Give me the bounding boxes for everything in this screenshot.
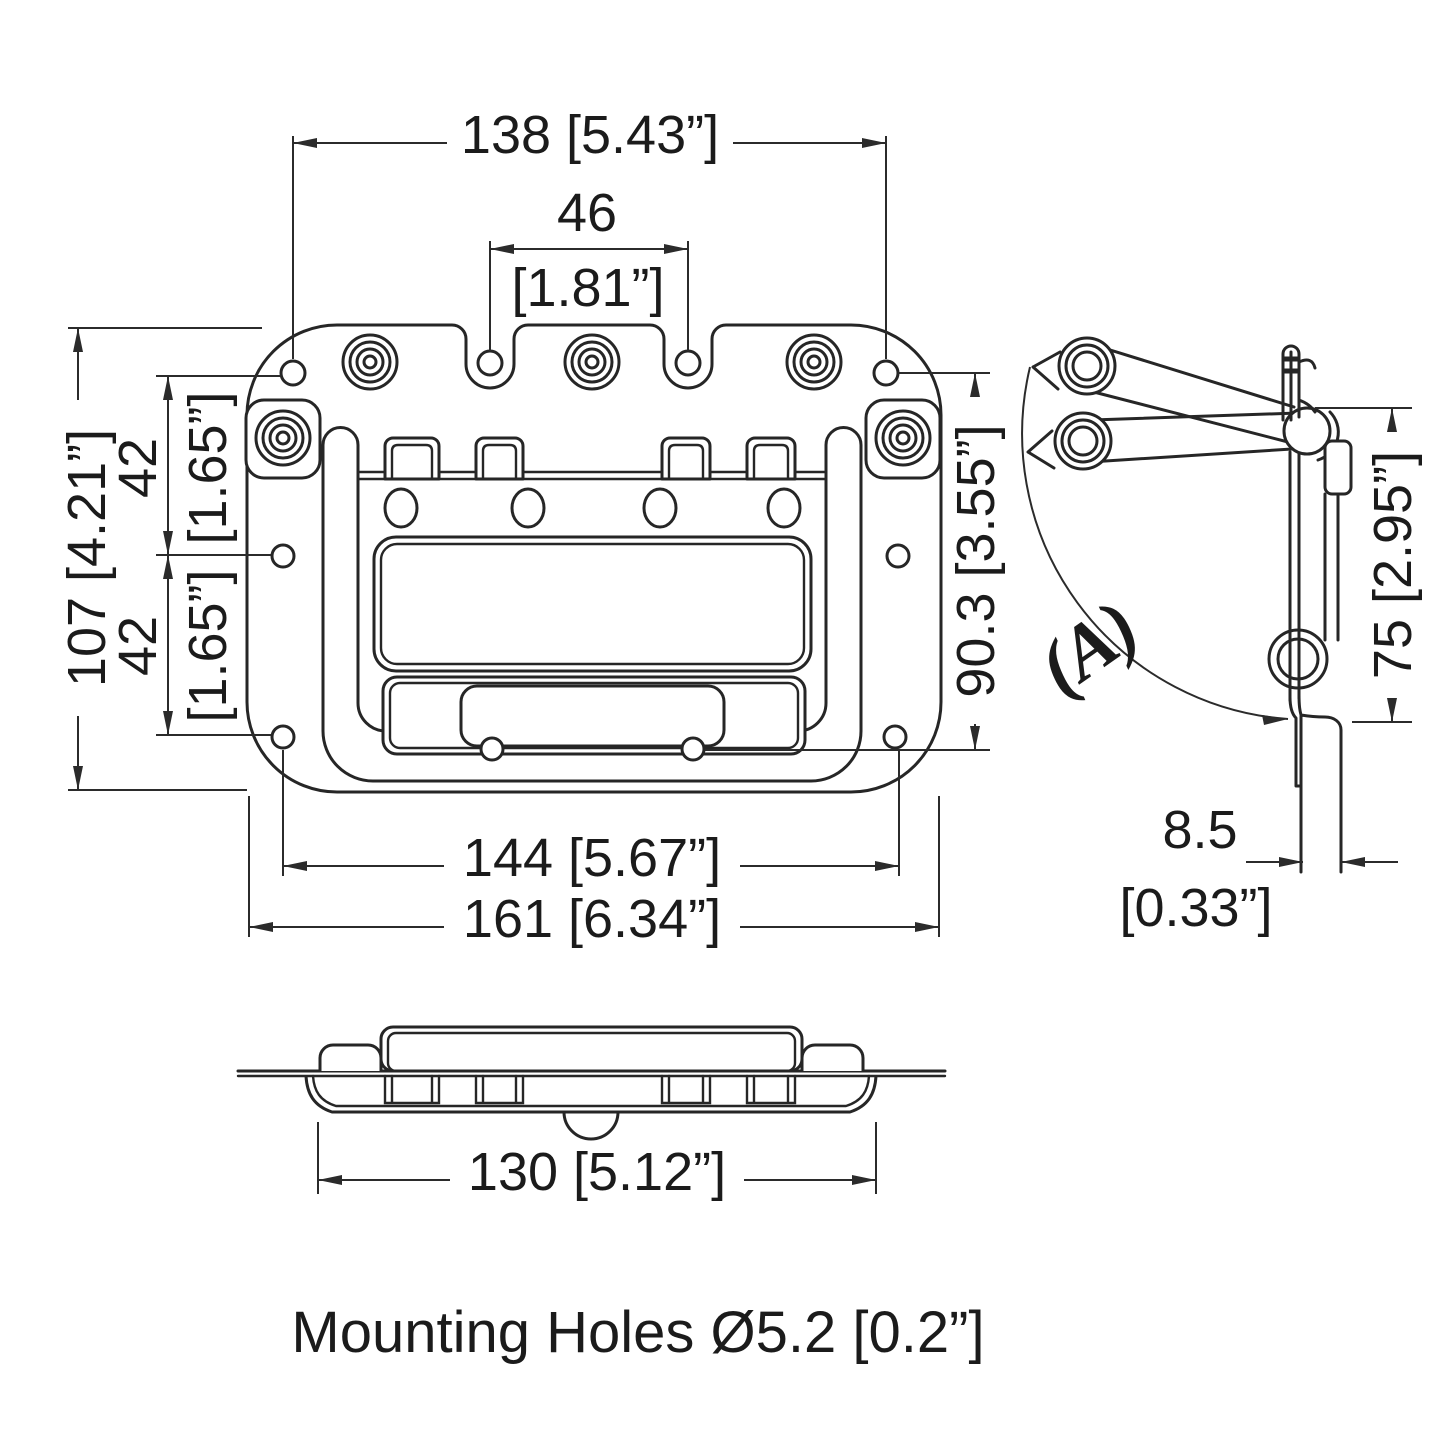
dim-hole-pitch-lower-in: [1.65”]: [178, 569, 238, 722]
rivet: [341, 333, 399, 391]
mounting-hole: [680, 736, 706, 762]
tab-slots-section: [383, 1074, 797, 1105]
spring-boss-section: [562, 1110, 620, 1141]
dish-section: [304, 1075, 878, 1114]
dimension-overall-height: 107 [4.21”]: [57, 327, 262, 791]
dim-side-height: 75 [2.95”]: [1363, 451, 1423, 679]
dim-overall-height: 107 [4.21”]: [57, 429, 117, 687]
mounting-hole: [882, 724, 908, 750]
mounting-hole: [872, 359, 900, 387]
dimension-cutout-width: 130 [5.12”]: [317, 1122, 877, 1202]
dim-lower-hole-span: 144 [5.67”]: [463, 828, 721, 888]
mounting-hole: [674, 349, 702, 377]
mounting-hole: [885, 543, 911, 569]
flange-profile: [1288, 450, 1301, 702]
dimension-center-span: 46 [1.81”]: [489, 183, 689, 351]
dimension-side-height: 75 [2.95”]: [1315, 407, 1423, 723]
rivet: [563, 333, 621, 391]
handle-pivot: [1282, 406, 1332, 456]
mounting-hole: [270, 543, 296, 569]
rivet: [785, 333, 843, 391]
swing-angle-label: (A): [1023, 584, 1154, 711]
dimension-top-hole-span: 138 [5.43”]: [292, 105, 887, 359]
bail-arm-section: [800, 1043, 865, 1071]
mounting-hole: [479, 736, 505, 762]
rivets: [254, 333, 932, 467]
dim-hole-pitch-upper-mm: 42: [108, 438, 168, 498]
dim-panel-offset-mm: 8.5: [1162, 800, 1237, 860]
mounting-hole: [279, 359, 307, 387]
dim-side-hole-span: 90.3 [3.55”]: [946, 424, 1006, 697]
dim-panel-offset-in: [0.33”]: [1119, 878, 1272, 938]
handle-grip-bar-inner: [388, 681, 800, 750]
dim-hole-pitch-upper-in: [1.65”]: [178, 391, 238, 544]
dimension-hole-pitches: 42 [1.65”] 42 [1.65”]: [108, 375, 281, 736]
dim-overall-width: 161 [6.34”]: [463, 889, 721, 949]
front-view: 138 [5.43”] 46 [1.81”] 107 [4.21”] 42 [1…: [57, 105, 1006, 949]
mounting-hole: [476, 349, 504, 377]
flange-mount-ring: [1267, 628, 1329, 690]
rivet: [874, 409, 932, 467]
side-view: 75 [2.95”] 8.5 [0.33”] (A): [1021, 336, 1423, 938]
dimension-side-hole-span: 90.3 [3.55”]: [705, 372, 1006, 751]
dimension-panel-offset: 8.5 [0.33”]: [1119, 800, 1398, 938]
bail-arm-section: [318, 1043, 383, 1071]
caption: Mounting Holes Ø5.2 [0.2”]: [291, 1300, 984, 1365]
mounting-hole: [270, 724, 296, 750]
spring-clip: [1281, 344, 1317, 422]
handle-position-extended: [1026, 411, 1300, 471]
panel-tails: [1288, 692, 1343, 874]
dimension-lower-hole-span: 144 [5.67”]: [282, 750, 900, 888]
dim-top-hole-span: 138 [5.43”]: [461, 105, 719, 165]
latch-block: [1323, 439, 1353, 496]
dim-hole-pitch-lower-mm: 42: [108, 616, 168, 676]
handle-bail: [321, 426, 863, 783]
dish-wall: [1323, 492, 1340, 642]
grip-insert: [459, 684, 726, 748]
dim-center-span-in: [1.81”]: [511, 258, 664, 318]
rivet: [254, 409, 312, 467]
dim-center-span-mm: 46: [557, 183, 617, 243]
swing-arc: [1021, 366, 1289, 720]
dimension-overall-width: 161 [6.34”]: [248, 796, 940, 949]
recess-opening-inner: [379, 542, 806, 666]
recess-opening: [372, 535, 813, 673]
dim-cutout-width: 130 [5.12”]: [468, 1142, 726, 1202]
section-view: 130 [5.12”]: [236, 1025, 947, 1202]
pivot-slots: [383, 487, 802, 529]
handle-position-raised: [1031, 336, 1296, 444]
spring-tabs: [383, 436, 797, 481]
